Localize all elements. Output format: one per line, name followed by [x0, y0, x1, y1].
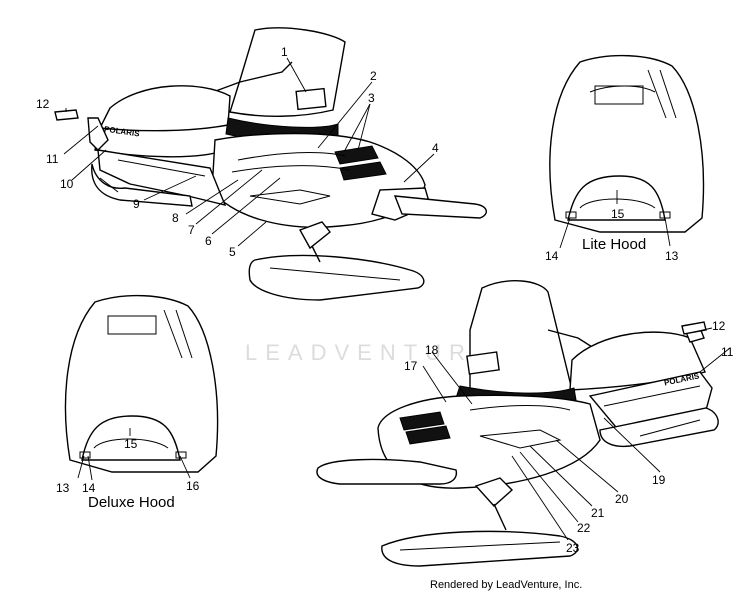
snowmobile-deluxe	[316, 280, 719, 567]
watermark: LEADVENTURE	[245, 340, 496, 365]
callout-23: 23	[566, 541, 580, 555]
callout-4: 4	[432, 141, 439, 155]
callout-6: 6	[205, 234, 212, 248]
callout-5: 5	[229, 245, 236, 259]
callout-12: 12	[36, 97, 50, 111]
callout-11: 11	[46, 152, 59, 166]
callout-14-lite: 14	[545, 249, 559, 263]
callout-10: 10	[60, 177, 74, 191]
callout-9: 9	[133, 197, 140, 211]
rendered-by-credit: Rendered by LeadVenture, Inc.	[430, 579, 583, 591]
callout-13-lite: 13	[665, 249, 679, 263]
callout-12-bottom: 12	[712, 319, 726, 333]
callout-1: 1	[281, 45, 288, 59]
callout-11-bottom: 11	[721, 345, 734, 359]
callout-15-deluxe: 15	[124, 437, 138, 451]
deluxe-hood	[64, 294, 219, 473]
callout-3: 3	[368, 91, 375, 105]
callout-14-deluxe: 14	[82, 481, 96, 495]
callout-18: 18	[425, 343, 439, 357]
callout-20: 20	[615, 492, 629, 506]
callout-21: 21	[591, 506, 605, 520]
callout-2: 2	[370, 69, 377, 83]
callout-19: 19	[652, 473, 666, 487]
callout-15-lite: 15	[611, 207, 625, 221]
lite-hood-caption: Lite Hood	[582, 236, 647, 253]
callout-8: 8	[172, 211, 179, 225]
callout-7: 7	[188, 223, 195, 237]
callout-13-deluxe: 13	[56, 481, 70, 495]
decal-12-top	[54, 109, 79, 121]
callout-16: 16	[186, 479, 200, 493]
lite-hood	[549, 54, 705, 233]
snowmobile-lite	[87, 27, 487, 301]
callout-17: 17	[404, 359, 418, 373]
callout-22: 22	[577, 521, 591, 535]
deluxe-hood-caption: Deluxe Hood	[88, 494, 175, 511]
